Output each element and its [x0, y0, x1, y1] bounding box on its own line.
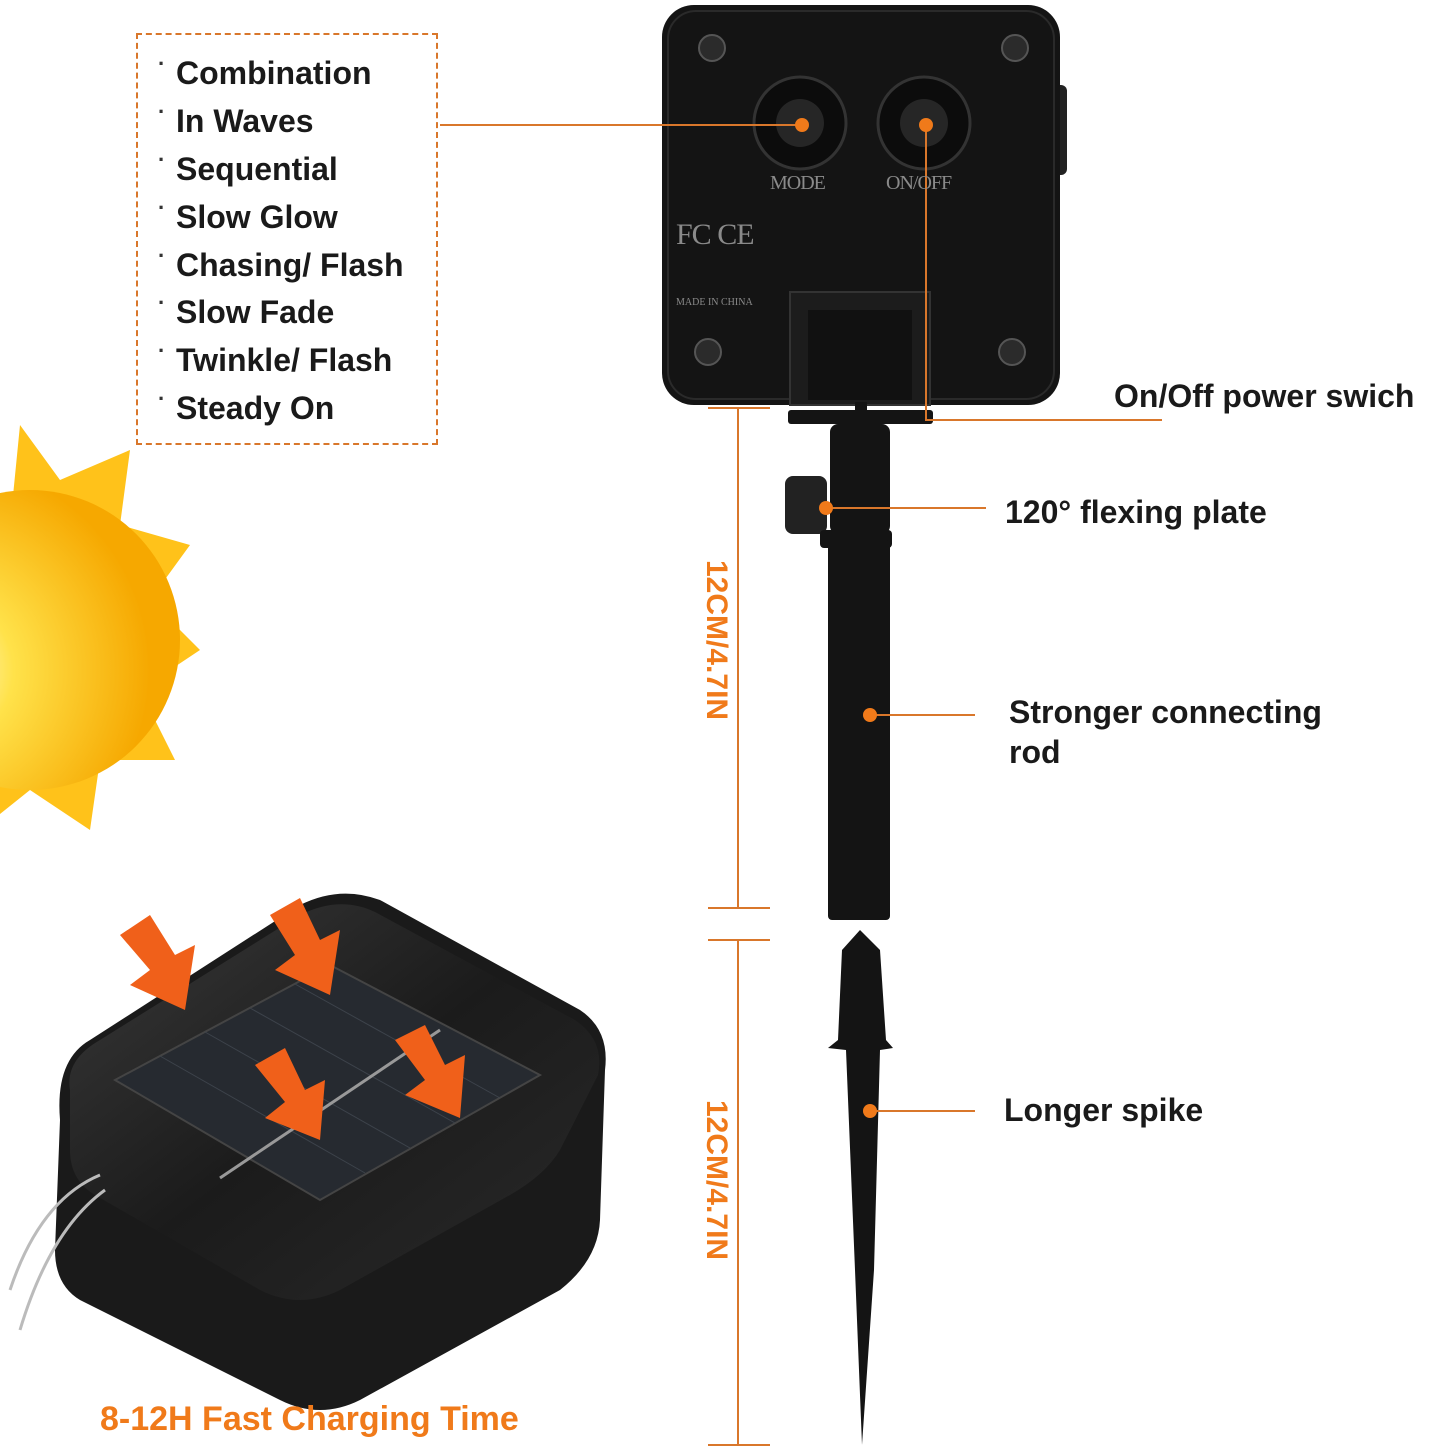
mode-label: Chasing/ Flash	[176, 247, 404, 283]
stake	[785, 402, 933, 1445]
mode-item: ·Slow Glow	[158, 195, 338, 235]
sun-icon	[0, 425, 200, 830]
mode-item: ·Chasing/ Flash	[158, 243, 404, 283]
mode-item: ·In Waves	[158, 99, 314, 139]
mode-label: Slow Fade	[176, 294, 335, 330]
mode-item: ·Combination	[158, 51, 372, 91]
mode-item: ·Twinkle/ Flash	[158, 338, 393, 378]
rod-callout-line2: rod	[1009, 734, 1061, 770]
mode-label: Slow Glow	[176, 199, 338, 235]
rod-callout-line1: Stronger connecting	[1009, 694, 1322, 730]
solar-panel-box	[8, 893, 606, 1410]
mode-label: Twinkle/ Flash	[176, 342, 393, 378]
sunlight-arrows	[120, 898, 465, 1140]
onoff-embossed-label: ON/OFF	[886, 172, 952, 194]
certification-marks: FC CE	[676, 218, 755, 251]
made-in-label: MADE IN CHINA	[676, 297, 753, 308]
mode-embossed-label: MODE	[770, 172, 826, 194]
solar-controller-box	[662, 5, 1067, 406]
mode-item: ·Steady On	[158, 386, 335, 426]
mode-label: Sequential	[176, 151, 338, 187]
mode-label: Combination	[176, 55, 372, 91]
mode-item: ·Slow Fade	[158, 290, 335, 330]
power-switch-callout: On/Off power swich	[1114, 378, 1415, 414]
mode-label: In Waves	[176, 103, 314, 139]
flex-plate-callout: 120° flexing plate	[1005, 494, 1267, 530]
upper-dimension-label: 12CM/4.7IN	[700, 560, 733, 721]
charging-time-caption: 8-12H Fast Charging Time	[100, 1400, 519, 1438]
spike-callout: Longer spike	[1004, 1092, 1204, 1128]
mode-item: ·Sequential	[158, 147, 338, 187]
lower-dimension-label: 12CM/4.7IN	[700, 1100, 733, 1261]
mode-label: Steady On	[176, 390, 335, 426]
lighting-modes-list: ·Combination ·In Waves ·Sequential ·Slow…	[136, 33, 438, 445]
